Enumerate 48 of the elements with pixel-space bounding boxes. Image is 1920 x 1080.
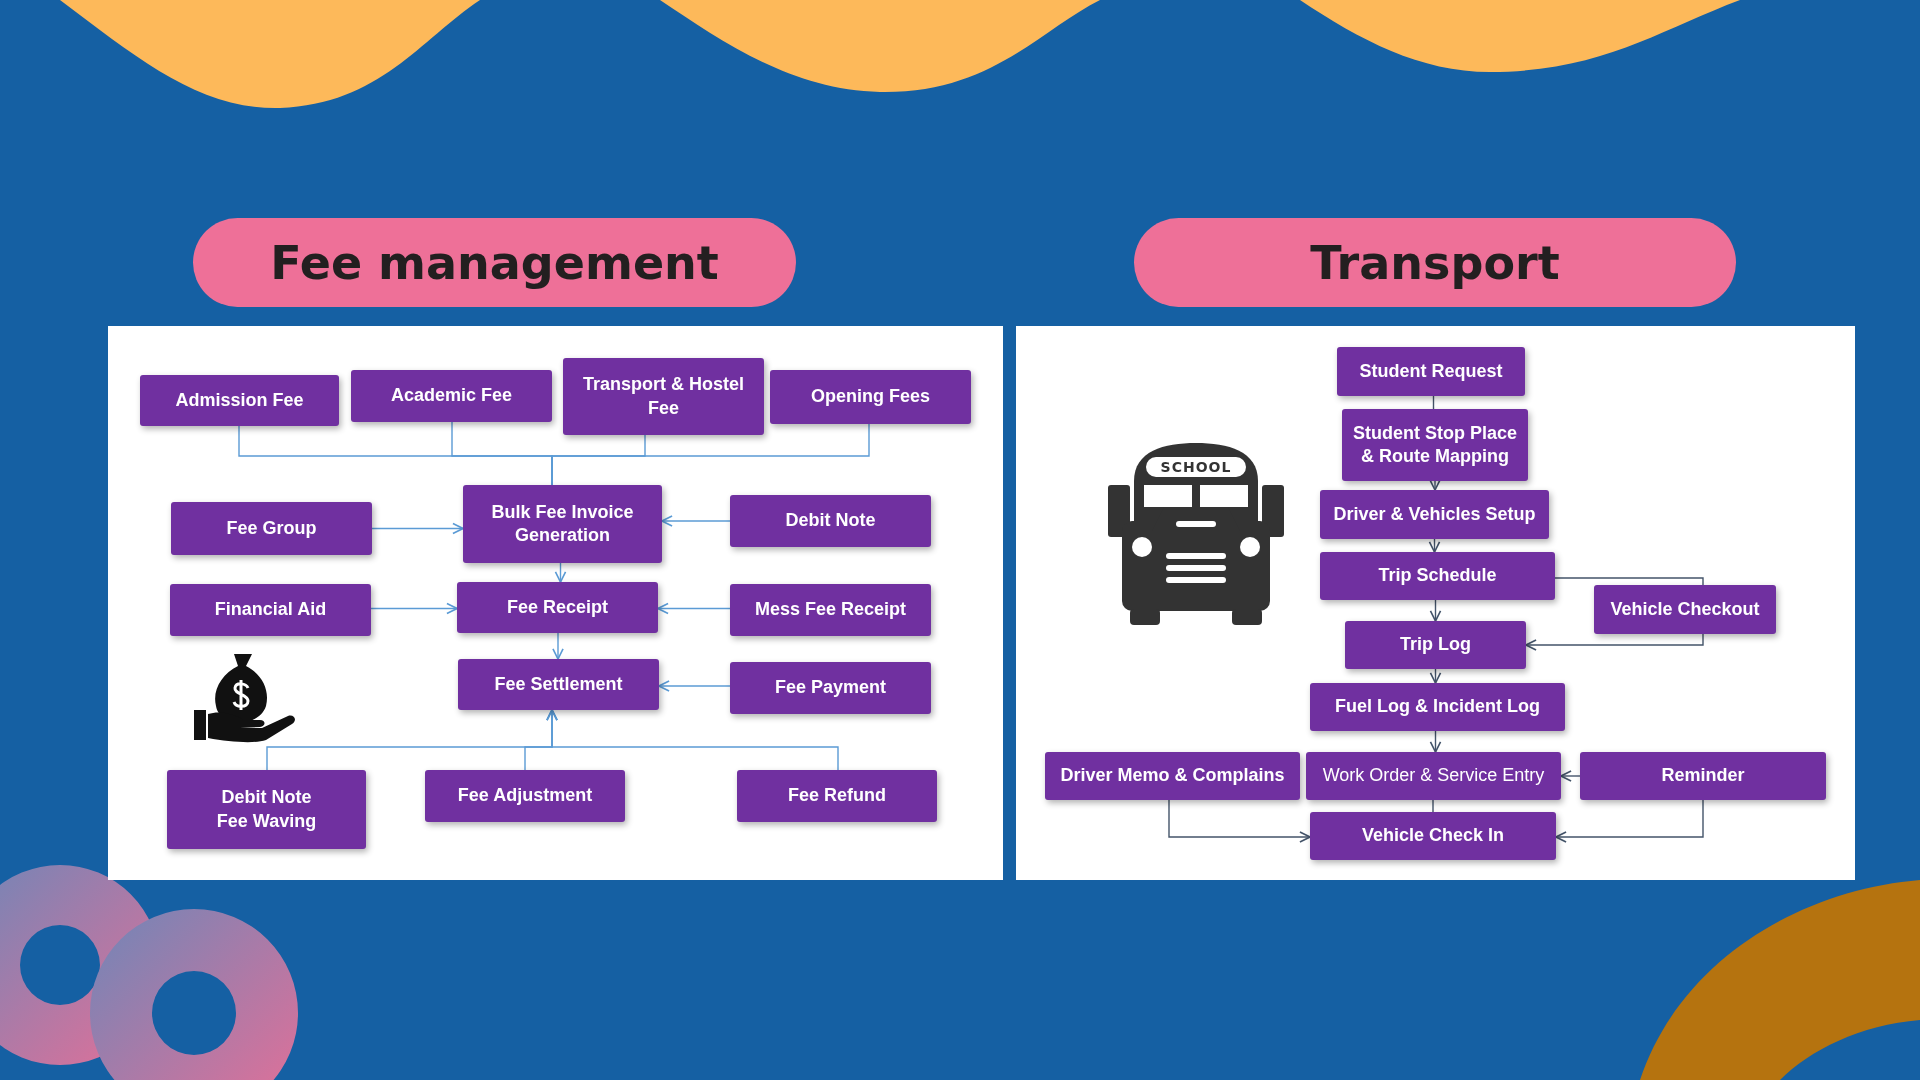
sign-text: SCHOOL — [1159, 458, 1233, 476]
process-box: Debit Note — [730, 495, 931, 547]
arrow — [658, 680, 731, 692]
process-box: Bulk Fee Invoice Generation — [463, 485, 662, 563]
process-box: Opening Fees — [770, 370, 971, 424]
process-box: Reminder — [1580, 752, 1826, 800]
process-box: Financial Aid — [170, 584, 371, 636]
arrow — [1560, 770, 1581, 782]
process-box: Trip Log — [1345, 621, 1526, 669]
title-pill: Fee management — [193, 218, 796, 307]
connector-line — [1432, 799, 1434, 813]
process-box: Work Order & Service Entry — [1306, 752, 1561, 800]
process-box: Vehicle Checkout — [1594, 585, 1776, 634]
arrow — [657, 602, 731, 615]
process-box: Fuel Log & Incident Log — [1310, 683, 1565, 731]
connector-line — [1554, 577, 1704, 586]
process-box: Fee Payment — [730, 662, 931, 714]
arrow — [1525, 633, 1704, 651]
process-box: Mess Fee Receipt — [730, 584, 931, 636]
arrow — [1429, 730, 1442, 753]
arrow — [1429, 668, 1442, 684]
arrow — [1555, 799, 1704, 843]
process-box: Student Request — [1337, 347, 1525, 396]
arrow — [661, 515, 731, 527]
process-box: Debit Note Fee Waving — [167, 770, 366, 849]
process-box: Fee Group — [171, 502, 372, 555]
process-box: Fee Receipt — [457, 582, 658, 633]
process-box: Fee Refund — [737, 770, 937, 822]
arrow — [1429, 599, 1442, 622]
process-box: Driver Memo & Complains — [1045, 752, 1300, 800]
process-box: Trip Schedule — [1320, 552, 1555, 600]
arrow — [1168, 799, 1311, 843]
process-box: Vehicle Check In — [1310, 812, 1556, 860]
process-box: Student Stop Place & Route Mapping — [1342, 409, 1528, 481]
title-pill: Transport — [1134, 218, 1736, 307]
process-box: Driver & Vehicles Setup — [1320, 490, 1549, 539]
process-box: Transport & Hostel Fee — [563, 358, 764, 435]
process-box: Fee Settlement — [458, 659, 659, 710]
process-box: Admission Fee — [140, 375, 339, 426]
arrow — [1428, 538, 1441, 553]
arrow — [371, 522, 464, 535]
process-box: Fee Adjustment — [425, 770, 625, 822]
arrow — [546, 709, 839, 771]
arrow — [370, 602, 458, 615]
process-box: Academic Fee — [351, 370, 552, 422]
arrow — [1429, 479, 1441, 491]
arrow — [554, 562, 567, 583]
arrow — [552, 632, 564, 660]
